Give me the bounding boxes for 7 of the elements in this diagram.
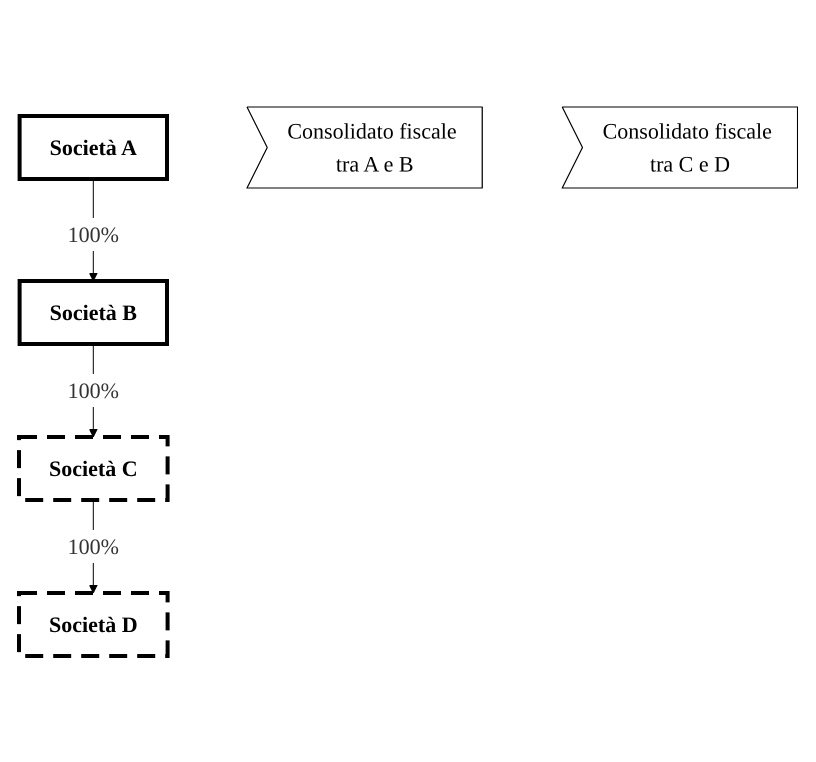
node-box: Società A: [17, 114, 169, 180]
edge-label: 100%: [67, 533, 119, 558]
node-box: Società B: [17, 278, 169, 346]
node-box: Società C: [16, 434, 170, 502]
edge-label: 100%: [67, 377, 119, 402]
edge-label: 100%: [67, 221, 119, 246]
node-box: Società D: [16, 590, 170, 658]
